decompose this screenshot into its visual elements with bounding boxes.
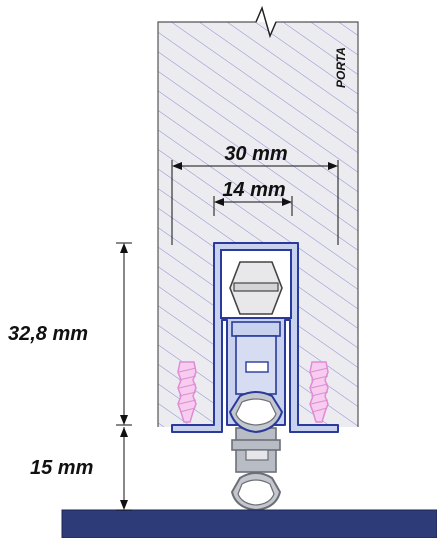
dimension-total-width-label: 30 mm — [224, 143, 287, 165]
floor — [61, 509, 437, 538]
dimension-profile-height-label: 32,8 mm — [8, 323, 88, 345]
screw-right — [309, 361, 329, 423]
door-panel: PORTA — [157, 5, 359, 427]
inner-mechanism — [231, 321, 281, 395]
door-label: PORTA — [334, 47, 348, 88]
dimension-gap-height: 15 mm — [30, 427, 132, 511]
dimension-total-width: 30 mm — [171, 143, 339, 245]
screw-left — [177, 361, 197, 423]
dimension-inner-width: 14 mm — [213, 179, 293, 216]
dimension-gap-height-label: 15 mm — [30, 457, 93, 479]
seal-bulb-upper — [228, 391, 284, 434]
seal-gasket — [230, 427, 282, 512]
dimension-inner-width-label: 14 mm — [222, 179, 285, 201]
break-line — [255, 5, 277, 39]
hex-bolt — [229, 261, 283, 315]
dimension-profile-height: 32,8 mm — [8, 242, 132, 426]
